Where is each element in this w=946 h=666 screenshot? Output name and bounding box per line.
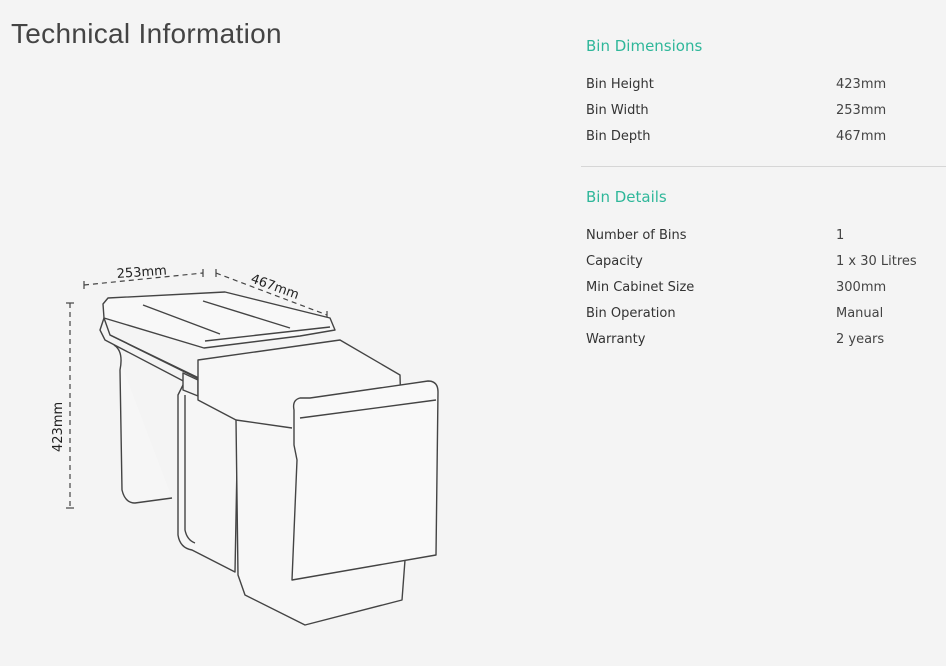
spec-row-number-of-bins: Number of Bins 1: [586, 223, 917, 249]
spec-label: Bin Height: [586, 77, 654, 92]
spec-row-bin-depth: Bin Depth 467mm: [586, 124, 886, 150]
spec-value: 253mm: [836, 103, 887, 118]
depth-label: 467mm: [249, 272, 301, 303]
spec-row-bin-operation: Bin Operation Manual: [586, 301, 917, 327]
spec-row-bin-width: Bin Width 253mm: [586, 98, 886, 124]
width-label: 253mm: [116, 264, 167, 282]
middle-bin: [177, 384, 239, 573]
spec-value: 300mm: [836, 280, 887, 295]
spec-value: 1: [836, 228, 845, 243]
spec-value: 2 years: [836, 332, 885, 347]
spec-value: Manual: [836, 306, 884, 321]
bin-dimensions-heading: Bin Dimensions: [586, 37, 703, 55]
spec-label: Min Cabinet Size: [586, 280, 695, 295]
bin-details-section: Bin Details Number of Bins 1 Capacity 1 x …: [586, 188, 917, 353]
spec-value: 467mm: [836, 129, 887, 144]
spec-label: Bin Operation: [586, 306, 676, 321]
spec-value: 423mm: [836, 77, 887, 92]
back-bin: [113, 344, 173, 504]
spec-label: Capacity: [586, 254, 643, 269]
front-panel: [291, 380, 439, 581]
spec-label: Bin Depth: [586, 129, 651, 144]
spec-row-warranty: Warranty 2 years: [586, 327, 917, 353]
spec-label: Number of Bins: [586, 228, 687, 243]
spec-value: 1 x 30 Litres: [836, 254, 917, 269]
spec-label: Bin Width: [586, 103, 649, 118]
bin-details-heading: Bin Details: [586, 188, 667, 206]
bin-dimensions-section: Bin Dimensions Bin Height 423mm Bin Width…: [586, 37, 886, 150]
spec-label: Warranty: [586, 332, 646, 347]
height-label: 423mm: [51, 402, 66, 452]
depth-dimension-line: [215, 272, 328, 316]
lid: [102, 291, 336, 349]
spec-row-capacity: Capacity 1 x 30 Litres: [586, 249, 917, 275]
spec-row-bin-height: Bin Height 423mm: [586, 72, 886, 98]
section-divider: [581, 166, 946, 167]
width-dimension-line: [83, 272, 204, 286]
spec-row-min-cabinet-size: Min Cabinet Size 300mm: [586, 275, 917, 301]
page-title: Technical Information: [11, 18, 282, 49]
